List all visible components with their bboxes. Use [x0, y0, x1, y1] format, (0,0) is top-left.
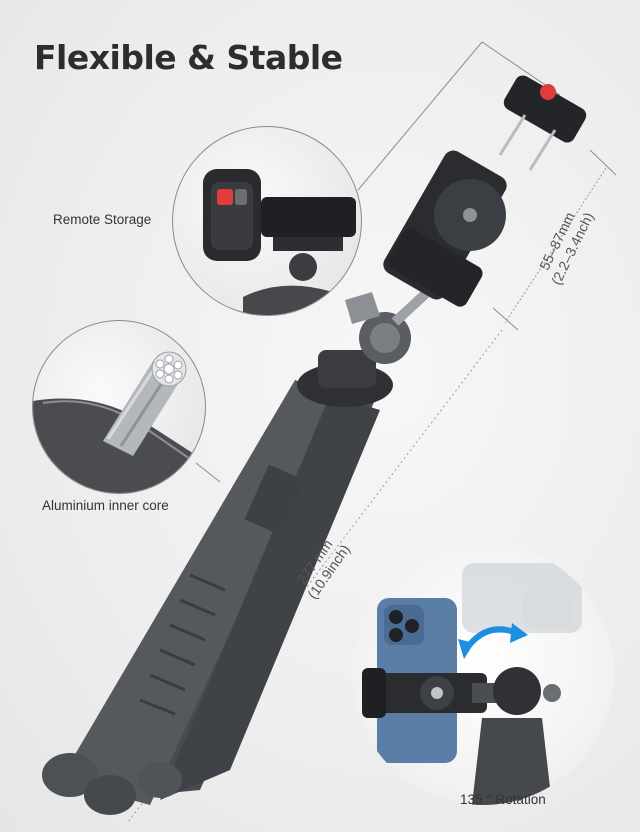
phone-clamp [383, 75, 587, 307]
rotate-arrow-icon [458, 623, 528, 659]
rotation-label: 135 ° Rotation [460, 792, 546, 807]
inner-core-circle [32, 320, 206, 494]
remote-storage-circle [172, 126, 362, 316]
remote-leader-line [357, 41, 483, 191]
clamp-dimension-line [504, 167, 607, 324]
remote-icon [203, 169, 261, 261]
remote-storage-label: Remote Storage [53, 212, 152, 227]
cable-core-icon [103, 351, 187, 456]
tripod-legs [42, 380, 380, 815]
tripod-head [297, 281, 439, 407]
rotation-circle [352, 543, 614, 805]
core-leader-line [195, 462, 221, 483]
page-title: Flexible & Stable [34, 38, 343, 77]
inner-core-label: Aluminium inner core [42, 498, 169, 513]
